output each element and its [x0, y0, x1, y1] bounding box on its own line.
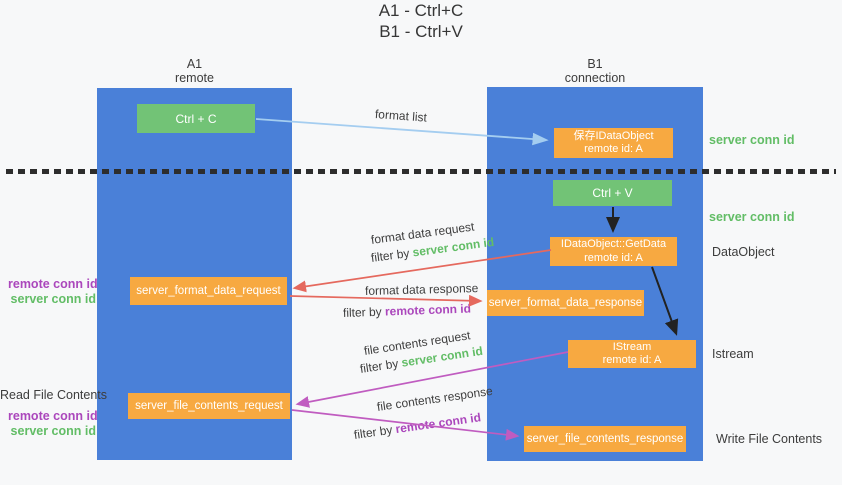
- filter-by-remote-conn-id-label-1: filter by remote conn id: [343, 302, 471, 320]
- save-idataobject-label: 保存IDataObject remote id: A: [573, 130, 653, 157]
- title-line-2: B1 - Ctrl+V: [379, 22, 463, 41]
- column-b-subtitle: connection: [564, 71, 626, 85]
- remote-conn-id-left-bottom: remote conn id: [8, 409, 98, 423]
- filter-prefix: filter by: [370, 245, 414, 265]
- save-idataobject-box: 保存IDataObject remote id: A: [554, 128, 673, 158]
- istream-line1: IStream: [612, 340, 652, 353]
- server-conn-id-left-bottom: server conn id: [10, 424, 96, 438]
- conn-id-left-bottom-group: remote conn id server conn id: [8, 409, 98, 439]
- filter-prefix: filter by: [358, 355, 403, 376]
- server-conn-id-left-top: server conn id: [10, 292, 96, 306]
- server-conn-id-right-mid: server conn id: [709, 210, 795, 224]
- server-format-data-request-box: server_format_data_request: [130, 277, 287, 305]
- save-idataobject-line1: 保存IDataObject: [573, 129, 654, 142]
- column-a-subtitle: remote: [175, 71, 214, 85]
- server-file-contents-response-label: server_file_contents_response: [526, 433, 684, 445]
- istream-line2: remote id: A: [602, 354, 662, 366]
- idataobject-getdata-label: IDataObject::GetData remote id: A: [561, 238, 666, 265]
- column-b-header: B1 connection: [487, 57, 703, 85]
- format-data-response-label: format data response: [364, 281, 479, 298]
- server-file-contents-response-box: server_file_contents_response: [524, 426, 686, 452]
- filter-prefix: filter by: [353, 422, 397, 442]
- dataobject-annotation: DataObject: [712, 245, 775, 259]
- server-conn-id-right-top: server conn id: [709, 133, 795, 147]
- remote-conn-id-text: remote conn id: [394, 410, 482, 437]
- ctrl-c-box: Ctrl + C: [137, 104, 255, 133]
- write-file-contents-annotation: Write File Contents: [716, 432, 823, 446]
- read-file-contents-annotation: Read File Contents: [0, 388, 108, 402]
- server-file-contents-request-box: server_file_contents_request: [128, 393, 290, 419]
- diagram-title: A1 - Ctrl+C B1 - Ctrl+V: [0, 0, 842, 42]
- ctrl-c-label: Ctrl + C: [175, 111, 217, 126]
- column-b-title: B1: [587, 57, 603, 71]
- remote-conn-id-left-top: remote conn id: [8, 277, 98, 291]
- column-a-header: A1 remote: [97, 57, 292, 85]
- format-list-label: format list: [374, 107, 428, 125]
- istream-label: IStream remote id: A: [603, 341, 662, 368]
- server-format-data-response-label: server_format_data_response: [488, 297, 643, 309]
- conn-id-left-top-group: remote conn id server conn id: [8, 277, 98, 307]
- filter-by-remote-conn-id-label-2: filter by remote conn id: [353, 410, 482, 442]
- server-format-data-request-label: server_format_data_request: [136, 285, 281, 297]
- istream-box: IStream remote id: A: [568, 340, 696, 368]
- server-format-data-response-box: server_format_data_response: [487, 290, 644, 316]
- idataobject-getdata-box: IDataObject::GetData remote id: A: [550, 237, 677, 266]
- getdata-line1: IDataObject::GetData: [560, 238, 667, 250]
- remote-conn-id-text: remote conn id: [384, 301, 472, 319]
- title-line-1: A1 - Ctrl+C: [378, 1, 464, 20]
- ctrl-v-label: Ctrl + V: [592, 186, 633, 200]
- server-file-contents-request-label: server_file_contents_request: [135, 400, 283, 412]
- filter-prefix: filter by: [342, 304, 386, 320]
- file-contents-response-label: file contents response: [376, 383, 494, 414]
- copy-paste-divider-line: [6, 169, 836, 174]
- column-a-title: A1: [186, 57, 203, 71]
- getdata-line2: remote id: A: [584, 251, 643, 264]
- istream-annotation: Istream: [712, 347, 754, 361]
- save-idataobject-line2: remote id: A: [584, 143, 643, 155]
- ctrl-v-box: Ctrl + V: [553, 180, 672, 206]
